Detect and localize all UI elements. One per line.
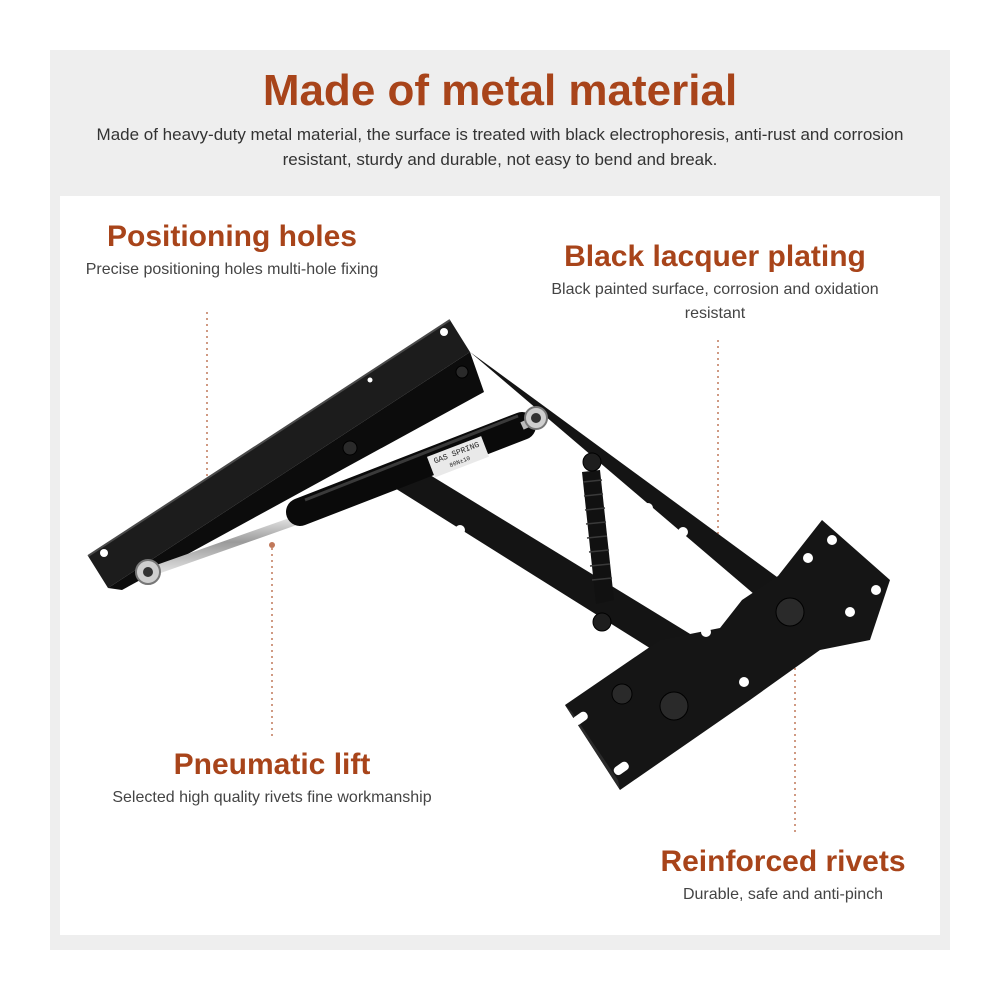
callout-title: Black lacquer plating (564, 240, 866, 273)
callout-title: Pneumatic lift (173, 748, 371, 781)
upper-arm (470, 352, 792, 606)
page-title: Made of metal material (262, 66, 738, 115)
lower-plate (565, 520, 890, 790)
callout-description: Black painted surface, corrosion and oxi… (551, 281, 879, 322)
callout-description: Durable, safe and anti-pinch (682, 886, 884, 903)
callout-pneumatic-lift: Pneumatic lift Selected high quality riv… (112, 748, 432, 810)
angle-rail (87, 319, 484, 590)
callout-title: Reinforced rivets (660, 845, 906, 878)
gas-spring: GAS SPRING 80N±10 (135, 406, 548, 585)
callout-black-lacquer-plating: Black lacquer plating Black painted surf… (530, 240, 900, 326)
page-subtitle: Made of heavy-duty metal material, the s… (96, 125, 904, 169)
callout-positioning-holes: Positioning holes Precise positioning ho… (82, 220, 382, 282)
callout-description: Precise positioning holes multi-hole fix… (85, 261, 379, 278)
callout-title: Positioning holes (106, 220, 357, 253)
callout-description: Selected high quality rivets fine workma… (112, 789, 432, 806)
extension-spring (582, 452, 614, 632)
callout-reinforced-rivets: Reinforced rivets Durable, safe and anti… (630, 845, 936, 907)
lower-arm (382, 464, 700, 662)
